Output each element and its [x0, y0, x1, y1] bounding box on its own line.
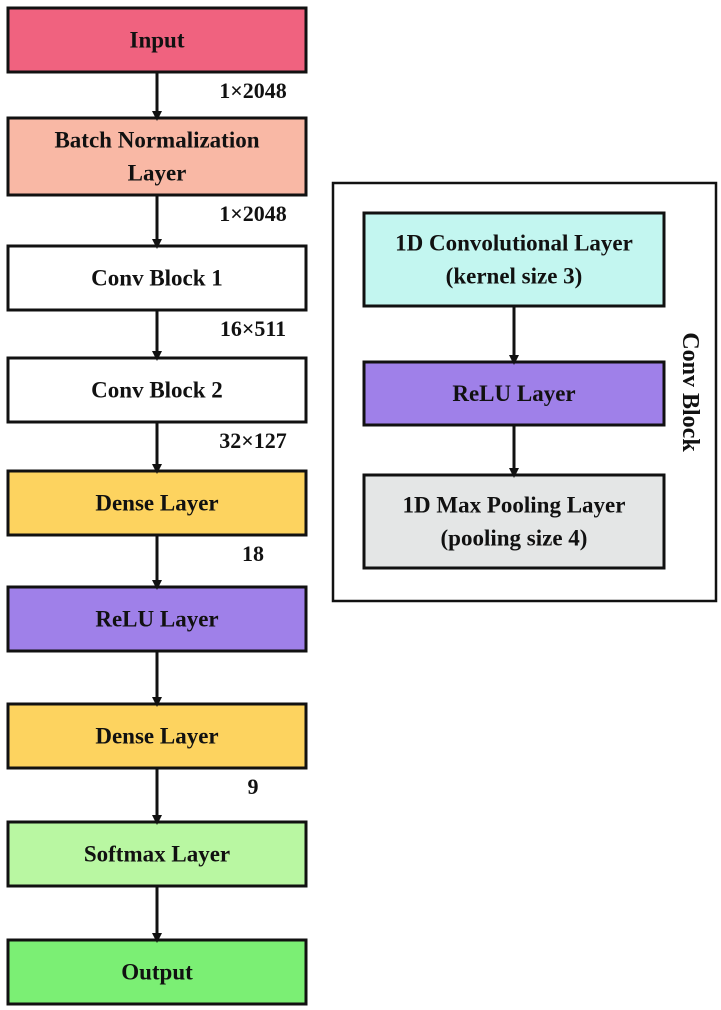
box-maxpool-rect — [362, 473, 666, 570]
dimension-label: 9 — [248, 774, 259, 799]
box-conv-block-2-label: Conv Block 2 — [91, 378, 223, 403]
box-output-rect — [6, 938, 308, 1006]
box-maxpool-label: 1D Max Pooling Layer — [403, 493, 626, 518]
box-batch-norm-label: Layer — [128, 161, 187, 186]
dimension-label: 1×2048 — [219, 201, 287, 226]
conv-block-group: Conv Block 1D Convolutional Layer (kernel … — [331, 181, 718, 603]
box-output: Output — [6, 938, 308, 1006]
box-dense-1: Dense Layer — [6, 469, 308, 537]
box-dense-2-label: Dense Layer — [95, 724, 218, 749]
box-relu-inner: ReLU Layer — [362, 360, 666, 427]
box-softmax-label: Softmax Layer — [84, 842, 230, 867]
dimension-label: 16×511 — [220, 316, 286, 341]
box-softmax-rect — [6, 820, 308, 888]
conv-block-title: Conv Block — [677, 332, 703, 452]
box-relu-inner-rect — [362, 360, 666, 427]
box-dense-1-label: Dense Layer — [95, 491, 218, 516]
box-conv1d-label: (kernel size 3) — [446, 264, 583, 289]
box-input-label: Input — [130, 28, 185, 53]
box-output-label: Output — [121, 960, 193, 985]
box-relu-label: ReLU Layer — [95, 607, 218, 632]
dimension-label: 32×127 — [219, 428, 287, 453]
box-maxpool: 1D Max Pooling Layer (pooling size 4) — [362, 473, 666, 570]
box-input: Input — [6, 6, 308, 74]
box-conv-block-1-label: Conv Block 1 — [91, 266, 223, 291]
box-batch-norm-label: Batch Normalization — [54, 128, 259, 153]
box-conv1d-label: 1D Convolutional Layer — [395, 231, 633, 256]
box-conv-block-2-rect — [6, 356, 308, 424]
box-conv1d-rect — [362, 211, 666, 308]
box-conv-block-2: Conv Block 2 — [6, 356, 308, 424]
box-maxpool-label: (pooling size 4) — [441, 526, 588, 551]
box-relu-rect — [6, 585, 308, 653]
dimension-label: 1×2048 — [219, 78, 287, 103]
box-conv1d: 1D Convolutional Layer (kernel size 3) — [362, 211, 666, 308]
box-relu-inner-label: ReLU Layer — [452, 381, 575, 406]
box-dense-2: Dense Layer — [6, 702, 308, 770]
box-batch-norm-rect — [6, 116, 308, 197]
box-softmax: Softmax Layer — [6, 820, 308, 888]
box-conv-block-1: Conv Block 1 — [6, 244, 308, 312]
box-relu: ReLU Layer — [6, 585, 308, 653]
dimension-label: 18 — [242, 541, 264, 566]
box-input-rect — [6, 6, 308, 74]
